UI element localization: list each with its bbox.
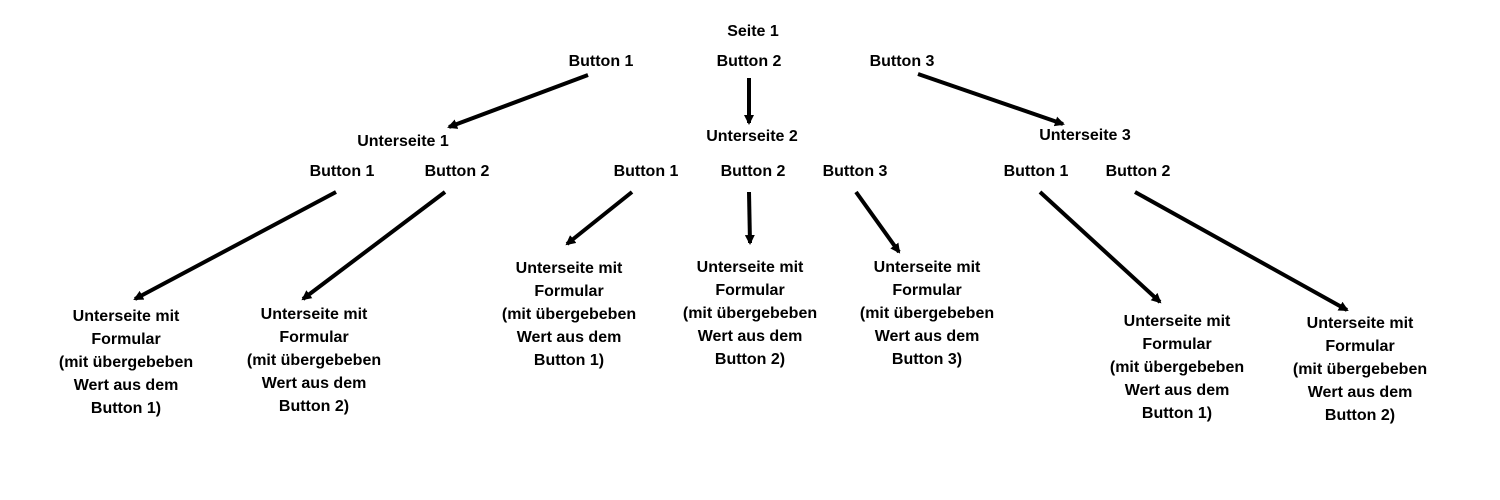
leaf-formular-u1-b2: Unterseite mit Formular (mit übergebeben… (229, 303, 399, 418)
arrow-root-button3-to-unterseite3 (917, 72, 1065, 127)
leaf-line: (mit übergebeben (1109, 359, 1245, 376)
leaf-formular-u1-b1: Unterseite mit Formular (mit übergebeben… (41, 305, 211, 420)
leaf-line: Wert aus dem (73, 377, 179, 394)
leaf-line: Formular (534, 283, 604, 300)
unterseite-2-button-1: Button 1 (613, 163, 679, 180)
unterseite-3-title: Unterseite 3 (1039, 127, 1131, 144)
leaf-line: Formular (91, 331, 161, 348)
leaf-line: Formular (1142, 336, 1212, 353)
leaf-line: Unterseite mit (72, 308, 180, 325)
leaf-line: Unterseite mit (1123, 313, 1231, 330)
unterseite-1-button-1: Button 1 (309, 163, 375, 180)
leaf-line: Unterseite mit (696, 259, 804, 276)
leaf-line: Formular (715, 282, 785, 299)
unterseite-3-button-2: Button 2 (1105, 163, 1171, 180)
leaf-line: Unterseite mit (873, 259, 981, 276)
leaf-line: Button 1) (1141, 405, 1213, 422)
leaf-formular-u3-b2: Unterseite mit Formular (mit übergebeben… (1275, 312, 1445, 427)
leaf-line: Wert aus dem (874, 328, 980, 345)
arrow-u1-button2-to-leaf2 (301, 190, 447, 301)
unterseite-3-button-1: Button 1 (1003, 163, 1069, 180)
leaf-line: Button 3) (891, 351, 963, 368)
leaf-line: Unterseite mit (260, 306, 368, 323)
unterseite-2-button-2: Button 2 (720, 163, 786, 180)
leaf-line: Button 2) (1324, 407, 1396, 424)
leaf-line: Wert aus dem (261, 375, 367, 392)
root-button-3: Button 3 (869, 53, 935, 70)
unterseite-2-button-3: Button 3 (822, 163, 888, 180)
leaf-line: (mit übergebeben (682, 305, 818, 322)
leaf-line: (mit übergebeben (58, 354, 194, 371)
leaf-formular-u3-b1: Unterseite mit Formular (mit übergebeben… (1092, 310, 1262, 425)
leaf-line: Unterseite mit (515, 260, 623, 277)
root-button-2: Button 2 (716, 53, 782, 70)
root-button-1: Button 1 (568, 53, 634, 70)
arrow-u3-button1-to-leaf6 (1038, 190, 1162, 304)
leaf-line: Button 2) (278, 398, 350, 415)
arrow-root-button1-to-unterseite1 (447, 73, 589, 129)
leaf-line: Wert aus dem (516, 329, 622, 346)
unterseite-1-button-2: Button 2 (424, 163, 490, 180)
leaf-formular-u2-b3: Unterseite mit Formular (mit übergebeben… (842, 256, 1012, 371)
leaf-formular-u2-b1: Unterseite mit Formular (mit übergebeben… (484, 257, 654, 372)
arrow-u2-button2-to-leaf4 (744, 191, 755, 245)
leaf-line: (mit übergebeben (501, 306, 637, 323)
arrow-u3-button2-to-leaf7 (1134, 190, 1349, 312)
leaf-line: Button 1) (90, 400, 162, 417)
leaf-line: Unterseite mit (1306, 315, 1414, 332)
leaf-line: Button 2) (714, 351, 786, 368)
root-title: Seite 1 (727, 23, 779, 40)
leaf-line: (mit übergebeben (246, 352, 382, 369)
leaf-line: Formular (279, 329, 349, 346)
leaf-line: (mit übergebeben (1292, 361, 1428, 378)
leaf-line: (mit übergebeben (859, 305, 995, 322)
arrow-u2-button3-to-leaf5 (854, 190, 901, 254)
unterseite-2-title: Unterseite 2 (706, 128, 798, 145)
arrow-u1-button1-to-leaf1 (133, 190, 337, 301)
leaf-line: Wert aus dem (1307, 384, 1413, 401)
leaf-line: Formular (1325, 338, 1395, 355)
leaf-line: Button 1) (533, 352, 605, 369)
arrow-u2-button1-to-leaf3 (565, 190, 634, 246)
unterseite-1-title: Unterseite 1 (357, 133, 449, 150)
leaf-formular-u2-b2: Unterseite mit Formular (mit übergebeben… (665, 256, 835, 371)
leaf-line: Wert aus dem (1124, 382, 1230, 399)
leaf-line: Formular (892, 282, 962, 299)
leaf-line: Wert aus dem (697, 328, 803, 345)
